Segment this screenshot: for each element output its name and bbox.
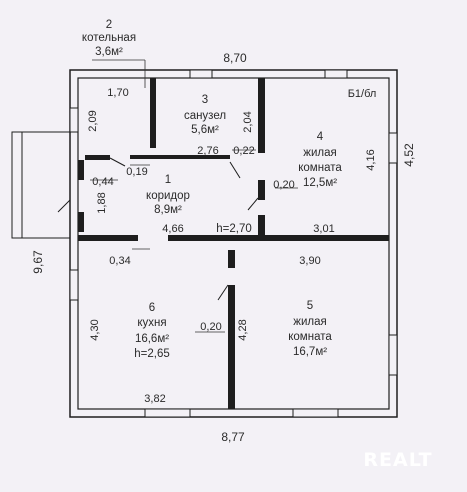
door-swings: [57, 157, 259, 301]
windows: [69, 69, 398, 418]
svg-text:3,6м²: 3,6м²: [95, 46, 123, 58]
svg-text:кухня: кухня: [137, 317, 166, 329]
room-6-label: 6 кухня 16,6м² h=2,65: [134, 302, 170, 360]
svg-text:h=2,70: h=2,70: [216, 223, 252, 235]
dim-4-66: 4,66: [162, 223, 183, 235]
dim-0-44: 0,44: [92, 176, 113, 188]
dim-0-22: 0,22: [233, 145, 254, 157]
dim-bottom-total: 8,77: [221, 430, 245, 444]
entrance-porch: [11, 131, 71, 239]
dim-1-70: 1,70: [107, 87, 128, 99]
svg-text:санузел: санузел: [184, 110, 226, 122]
dim-top-total: 8,70: [223, 51, 247, 65]
dim-0-20-bottom: 0,20: [200, 321, 221, 333]
dim-4-28: 4,28: [237, 319, 249, 340]
dim-0-20-top: 0,20: [273, 179, 294, 191]
svg-text:12,5м²: 12,5м²: [303, 177, 337, 189]
dimension-values: 8,70 8,77 9,67 4,52 1,70 2,09 2,04 2,76 …: [31, 51, 416, 444]
dim-2-09: 2,09: [87, 110, 99, 131]
svg-text:6: 6: [149, 302, 155, 314]
svg-text:5: 5: [307, 300, 313, 312]
dim-right-total: 4,52: [402, 143, 416, 167]
svg-text:комната: комната: [288, 331, 332, 343]
room-1-label: 1 коридор 8,9м² h=2,70: [146, 174, 252, 235]
svg-text:16,7м²: 16,7м²: [293, 346, 327, 358]
interior-walls: [78, 78, 389, 409]
dim-2-76: 2,76: [197, 145, 218, 157]
dim-3-01: 3,01: [313, 223, 334, 235]
svg-text:жилая: жилая: [303, 147, 336, 159]
room-3-label: 3 санузел 5,6м²: [184, 94, 226, 136]
svg-text:16,6м²: 16,6м²: [135, 333, 169, 345]
svg-text:котельная: котельная: [82, 32, 136, 44]
svg-text:комната: комната: [298, 162, 342, 174]
dim-left-total: 9,67: [31, 250, 45, 274]
dim-1-88: 1,88: [96, 192, 108, 213]
svg-text:8,9м²: 8,9м²: [154, 204, 182, 216]
room-2-label: 2 котельная 3,6м²: [82, 19, 136, 58]
svg-text:1: 1: [165, 174, 171, 186]
svg-text:5,6м²: 5,6м²: [191, 124, 219, 136]
svg-text:4: 4: [317, 131, 324, 143]
room-5-label: 5 жилая комната 16,7м²: [288, 300, 332, 358]
dimension-lines: [90, 59, 298, 333]
dim-0-19: 0,19: [126, 166, 147, 178]
dim-4-30: 4,30: [89, 319, 101, 340]
svg-text:коридор: коридор: [146, 190, 190, 202]
dim-2-04: 2,04: [242, 111, 254, 132]
svg-text:3: 3: [202, 94, 208, 106]
dim-0-34: 0,34: [109, 255, 130, 267]
realt-watermark: REALT: [363, 449, 432, 471]
dim-3-90: 3,90: [299, 255, 320, 267]
svg-text:h=2,65: h=2,65: [134, 348, 170, 360]
dim-4-16: 4,16: [365, 149, 377, 170]
svg-text:жилая: жилая: [293, 316, 326, 328]
plan-tag: Б1/бл: [348, 88, 377, 100]
room-4-label: 4 жилая комната 12,5м²: [298, 131, 342, 189]
dim-3-82: 3,82: [144, 393, 165, 405]
svg-text:2: 2: [106, 19, 112, 31]
